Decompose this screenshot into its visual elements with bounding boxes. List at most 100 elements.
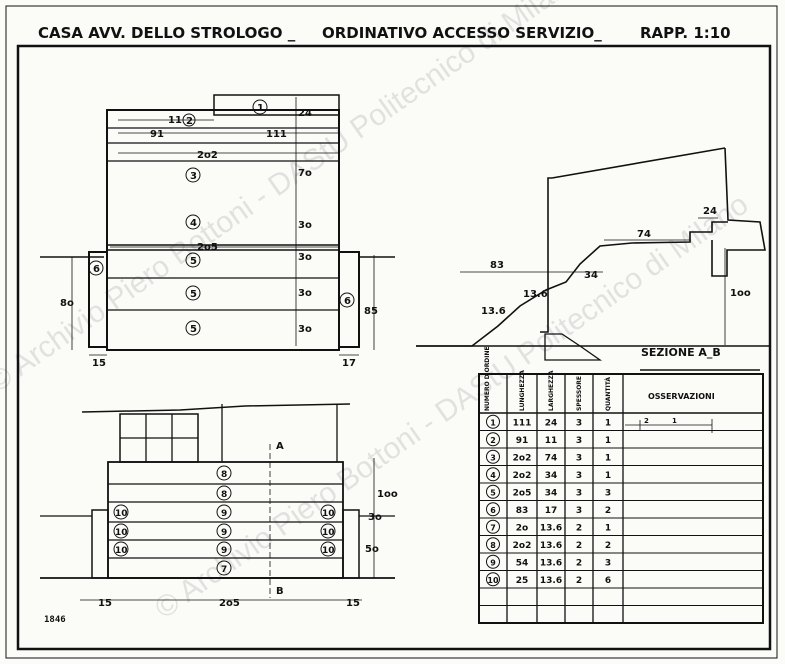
section-dim-74: 74 <box>637 229 651 240</box>
elevation-dim-50: 5o <box>365 544 379 555</box>
th-width: LARGHEZZA <box>548 370 555 411</box>
elevation-dim-205: 2o5 <box>219 598 240 609</box>
elevation-mark-10e: 10 <box>322 528 335 538</box>
th-order-number: NUMERO D'ORDINE <box>484 346 491 411</box>
order-number-circle <box>486 554 500 569</box>
title-block: CASA AVV. DELLO STROLOGO _ ORDINATIVO AC… <box>38 24 731 42</box>
order-number-circle <box>486 467 500 482</box>
cell-quantity: 1 <box>605 471 611 481</box>
cell-quantity: 6 <box>605 576 611 586</box>
cell-width: 13.6 <box>540 558 562 568</box>
cell-width: 24 <box>545 418 558 428</box>
plan-part-markers: 1 2 3 4 5 5 5 6 6 <box>88 99 355 336</box>
outer-border <box>5 5 778 659</box>
cell-thickness: 3 <box>576 453 582 463</box>
th-quantity: QUANTITÀ <box>605 377 612 411</box>
plan-dim-24: 24 <box>298 108 312 119</box>
cell-width: 34 <box>545 488 558 498</box>
title-subject: ORDINATIVO ACCESSO SERVIZIO_ <box>322 24 602 42</box>
section-dim-24: 24 <box>703 206 717 217</box>
elevation-mark-10b: 10 <box>115 528 128 538</box>
stair-plan <box>40 94 395 356</box>
cell-width: 13.6 <box>540 523 562 533</box>
section-caption: SEZIONE A_B <box>641 346 721 359</box>
plan-mark-6a: 6 <box>93 264 100 275</box>
cell-thickness: 2 <box>576 541 582 551</box>
plan-mark-5a: 5 <box>190 256 197 267</box>
elevation-dim-30: 3o <box>368 512 382 523</box>
section-dim-136a: 13.6 <box>523 289 548 300</box>
section-dim-136b: 13.6 <box>481 306 506 317</box>
plan-dim-202: 2o2 <box>197 150 218 161</box>
cell-width: 74 <box>545 453 558 463</box>
obs-sketch-label-small: 2 <box>644 417 649 425</box>
cell-thickness: 2 <box>576 523 582 533</box>
plan-dim-30d: 3o <box>298 324 312 335</box>
plan-dim-80: 8o <box>60 298 74 309</box>
plan-dim-91: 91 <box>150 129 164 140</box>
plan-dim-15: 15 <box>92 358 106 369</box>
plan-mark-3: 3 <box>190 171 197 182</box>
order-number-circle <box>486 572 500 587</box>
plan-mark-5c: 5 <box>190 324 197 335</box>
cell-order-number: 3 <box>490 453 496 462</box>
order-number-circle <box>486 502 500 517</box>
cell-quantity: 3 <box>605 488 611 498</box>
cell-quantity: 2 <box>605 541 611 551</box>
elevation-label-a: A <box>276 441 284 452</box>
frame-border <box>16 44 772 651</box>
cell-quantity: 3 <box>605 558 611 568</box>
cell-width: 11 <box>545 436 558 446</box>
cell-thickness: 3 <box>576 488 582 498</box>
table-header-row: NUMERO D'ORDINE LUNGHEZZA LARGHEZZA SPES… <box>484 346 715 425</box>
plan-mark-4: 4 <box>190 218 197 229</box>
cell-length: 2o2 <box>513 541 532 551</box>
plan-mark-2: 2 <box>186 116 193 127</box>
cell-width: 17 <box>545 506 558 516</box>
th-observations: OSSERVAZIONI <box>648 392 715 401</box>
order-number-circle <box>486 537 500 552</box>
cell-order-number: 4 <box>490 471 496 480</box>
elevation-mark-9a: 9 <box>221 509 227 519</box>
plan-dim-17: 17 <box>342 358 356 369</box>
plan-mark-1: 1 <box>257 103 264 114</box>
cell-quantity: 2 <box>605 506 611 516</box>
cell-width: 34 <box>545 471 558 481</box>
cell-quantity: 1 <box>605 453 611 463</box>
cell-order-number: 7 <box>490 523 496 532</box>
cell-length: 2o2 <box>513 471 532 481</box>
plan-dim-30b: 3o <box>298 252 312 263</box>
title-scale: RAPP. 1:10 <box>640 24 731 42</box>
elevation-dim-15a: 15 <box>98 598 112 609</box>
plan-dim-70: 7o <box>298 168 312 179</box>
cell-length: 91 <box>516 436 529 446</box>
plan-dim-85: 85 <box>364 306 378 317</box>
cell-thickness: 3 <box>576 506 582 516</box>
elevation-dim-15b: 15 <box>346 598 360 609</box>
cell-order-number: 6 <box>490 506 496 515</box>
cell-order-number: 2 <box>490 436 496 445</box>
order-number-circle <box>486 484 500 499</box>
cell-length: 83 <box>516 506 529 516</box>
plan-dim-205: 2o5 <box>197 242 218 253</box>
elevation-mark-7: 7 <box>221 565 227 575</box>
cell-order-number: 9 <box>490 558 496 567</box>
elevation-mark-8b: 8 <box>221 490 227 500</box>
th-thickness: SPESSORE <box>576 376 583 411</box>
plan-dim-111: 111 <box>266 129 287 140</box>
elevation-mark-10f: 10 <box>322 546 335 556</box>
plan-mark-5b: 5 <box>190 289 197 300</box>
cell-quantity: 1 <box>605 436 611 446</box>
cell-width: 13.6 <box>540 576 562 586</box>
cell-length: 2o5 <box>513 488 532 498</box>
plan-mark-6b: 6 <box>344 296 351 307</box>
section-dim-100: 1oo <box>730 288 751 299</box>
elevation-mark-8a: 8 <box>221 470 227 480</box>
